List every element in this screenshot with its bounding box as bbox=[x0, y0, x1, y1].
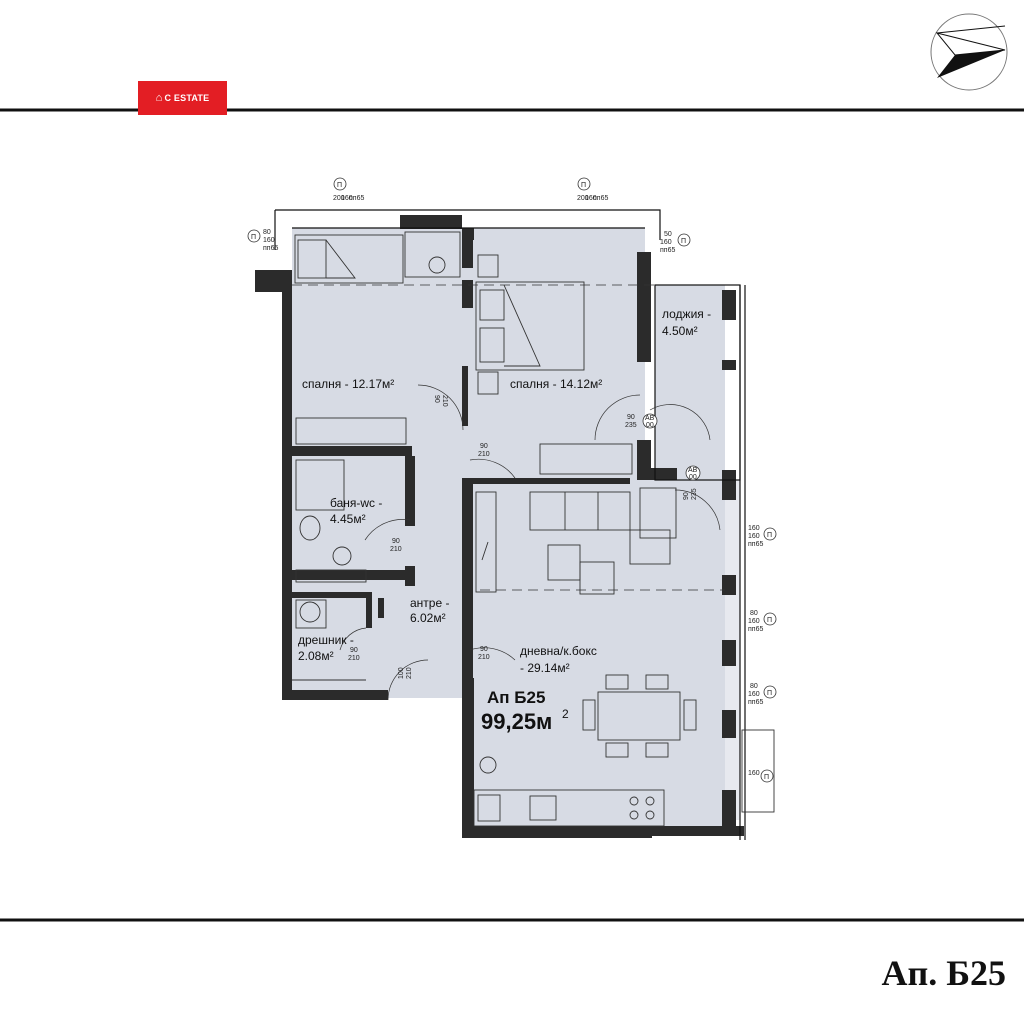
window-right3-tag: П bbox=[767, 690, 772, 697]
window-left-dim2: 160 bbox=[263, 237, 275, 244]
window-top-left-tag: П bbox=[337, 182, 342, 189]
window-left-dim1: 80 bbox=[263, 229, 271, 236]
loggia-area: 4.50м² bbox=[662, 324, 698, 338]
door1-height: 210 bbox=[441, 395, 448, 407]
ab-door2-height: 235 bbox=[691, 488, 698, 500]
window-left-tag: П bbox=[251, 234, 256, 241]
door3-width: 90 bbox=[392, 538, 400, 545]
window-top-left-dim3: пп65 bbox=[349, 195, 364, 202]
window-top-right-dim2: 160 bbox=[585, 195, 597, 202]
window-right3-dim3: пп65 bbox=[748, 699, 763, 706]
ab-door2-tag: AB bbox=[688, 467, 698, 474]
ab-door1-height: 235 bbox=[625, 422, 637, 429]
closet-label: дрешник - bbox=[298, 633, 354, 647]
window-right-top-dim2: 160 bbox=[660, 239, 672, 246]
window-right4-dim1: 160 bbox=[748, 770, 760, 777]
window-right-top-dim1: 50 bbox=[664, 231, 672, 238]
house-icon: ⌂ bbox=[155, 92, 163, 104]
closet-area: 2.08м² bbox=[298, 649, 334, 663]
door6-width: 90 bbox=[350, 647, 358, 654]
door5-height: 210 bbox=[406, 667, 413, 679]
window-right3-dim2: 160 bbox=[748, 691, 760, 698]
floor-fills bbox=[292, 228, 740, 833]
north-arrow-icon bbox=[930, 13, 1008, 91]
apartment-title: Ап. Б25 bbox=[881, 953, 1006, 993]
plan-badge-area-sup: 2 bbox=[562, 707, 569, 721]
window-right2-dim2: 160 bbox=[748, 618, 760, 625]
ceiling-lines bbox=[292, 284, 725, 591]
window-right2-tag: П bbox=[767, 617, 772, 624]
loggia-label: лоджия - bbox=[662, 307, 711, 321]
living-label: дневна/к.бокс bbox=[520, 644, 597, 658]
window-right1-tag: П bbox=[767, 532, 772, 539]
ab-door2-width: 90 bbox=[683, 492, 690, 500]
window-right1-dim2: 160 bbox=[748, 533, 760, 540]
window-markers: П 200 160 пп65 П 200 160 пп65 П 80 160 п… bbox=[247, 177, 777, 783]
window-right3-dim1: 80 bbox=[750, 683, 758, 690]
bath-label: баня-wc - bbox=[330, 496, 382, 510]
window-top-right-tag: П bbox=[581, 182, 586, 189]
door5-width: 100 bbox=[398, 667, 405, 679]
window-right-top-dim3: пп65 bbox=[660, 247, 675, 254]
door3-height: 210 bbox=[390, 546, 402, 553]
ab-door2-num: 00 bbox=[689, 474, 697, 481]
ab-door2-tag-circle bbox=[685, 465, 701, 481]
door6-height: 210 bbox=[348, 655, 360, 662]
hall-label: антре - bbox=[410, 596, 449, 610]
living-area: - 29.14м² bbox=[520, 661, 570, 675]
door-swings bbox=[339, 384, 721, 701]
window-top-left-dim2: 160 bbox=[341, 195, 353, 202]
door1-width: 90 bbox=[433, 395, 440, 403]
furniture bbox=[292, 231, 775, 827]
bath-area: 4.45м² bbox=[330, 512, 366, 526]
door2-height: 210 bbox=[478, 451, 490, 458]
window-top-left-dim1: 200 bbox=[333, 195, 345, 202]
ab-door1-num: 00 bbox=[646, 422, 654, 429]
walls bbox=[255, 215, 744, 838]
plan-badge-name: Ап Б25 bbox=[487, 688, 545, 707]
company-logo-text: C ESTATE bbox=[164, 93, 210, 103]
window-right4-tag: П bbox=[764, 774, 769, 781]
window-left-dim3: пп65 bbox=[263, 245, 278, 252]
door2-width: 90 bbox=[480, 443, 488, 450]
window-right2-dim3: пп65 bbox=[748, 626, 763, 633]
door4-height: 210 bbox=[478, 654, 490, 661]
door4-width: 90 bbox=[480, 646, 488, 653]
company-logo: ⌂ C ESTATE bbox=[138, 81, 227, 115]
plan-badge-area: 99,25м bbox=[481, 709, 552, 734]
window-right1-dim1: 160 bbox=[748, 525, 760, 532]
ab-door1-tag: AB bbox=[645, 415, 655, 422]
window-top-right-dim3: пп65 bbox=[593, 195, 608, 202]
ab-door1-tag-circle bbox=[642, 413, 658, 429]
bedroom1-label: спалня - 12.17м² bbox=[302, 377, 394, 391]
ab-door1-width: 90 bbox=[627, 414, 635, 421]
hall-area: 6.02м² bbox=[410, 611, 446, 625]
window-right-top-tag: П bbox=[681, 238, 686, 245]
window-top-right-dim1: 200 bbox=[577, 195, 589, 202]
window-right2-dim1: 80 bbox=[750, 610, 758, 617]
window-right1-dim3: пп65 bbox=[748, 541, 763, 548]
outline bbox=[274, 209, 746, 840]
bedroom2-label: спалня - 14.12м² bbox=[510, 377, 602, 391]
